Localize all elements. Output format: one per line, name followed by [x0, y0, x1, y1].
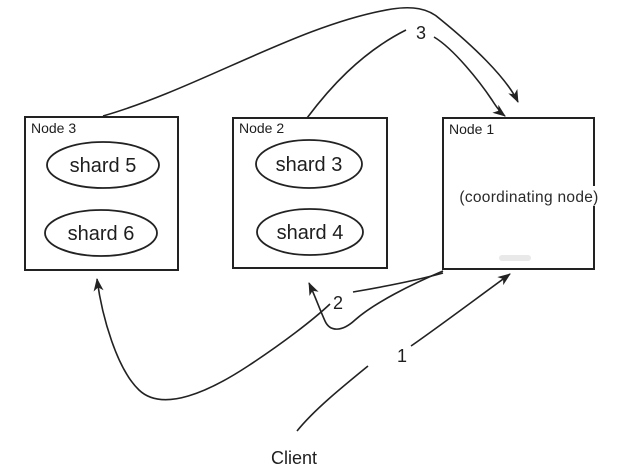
coordinating-node-label: (coordinating node) — [459, 189, 598, 206]
shard3-label: shard 3 — [276, 154, 343, 176]
arrow-step2-node1-to-label — [352, 272, 444, 293]
arrow-step1-client-to-label — [296, 365, 369, 432]
node3-box — [24, 116, 179, 271]
node3-title: Node 3 — [31, 120, 76, 136]
arrow-step3-node2-to-label — [306, 29, 407, 119]
shard4-ellipse — [256, 208, 364, 256]
step1-label: 1 — [397, 346, 407, 366]
step2-label: 2 — [333, 293, 343, 313]
shard5-label: shard 5 — [70, 155, 137, 177]
shard5-ellipse — [46, 141, 160, 189]
arrow-step3-node3-to-node1 — [102, 6, 519, 117]
arrow-step1-label-to-node1 — [410, 273, 511, 347]
faint-artifact — [499, 255, 531, 261]
client-label: Client — [271, 448, 317, 468]
coordinating-label-backing — [449, 186, 611, 206]
arrow-step2-label-to-node3 — [93, 278, 331, 401]
shard3-ellipse — [255, 139, 363, 189]
node2-box — [232, 117, 388, 269]
shard6-ellipse — [44, 209, 158, 257]
shard4-label: shard 4 — [277, 222, 344, 244]
step3-label: 3 — [416, 23, 426, 43]
node1-title: Node 1 — [449, 121, 494, 137]
node2-title: Node 2 — [239, 120, 284, 136]
arrow-step2-node1-to-node2 — [308, 270, 444, 330]
shard6-label: shard 6 — [68, 223, 135, 245]
arrow-step3-label-to-node1 — [433, 36, 506, 117]
